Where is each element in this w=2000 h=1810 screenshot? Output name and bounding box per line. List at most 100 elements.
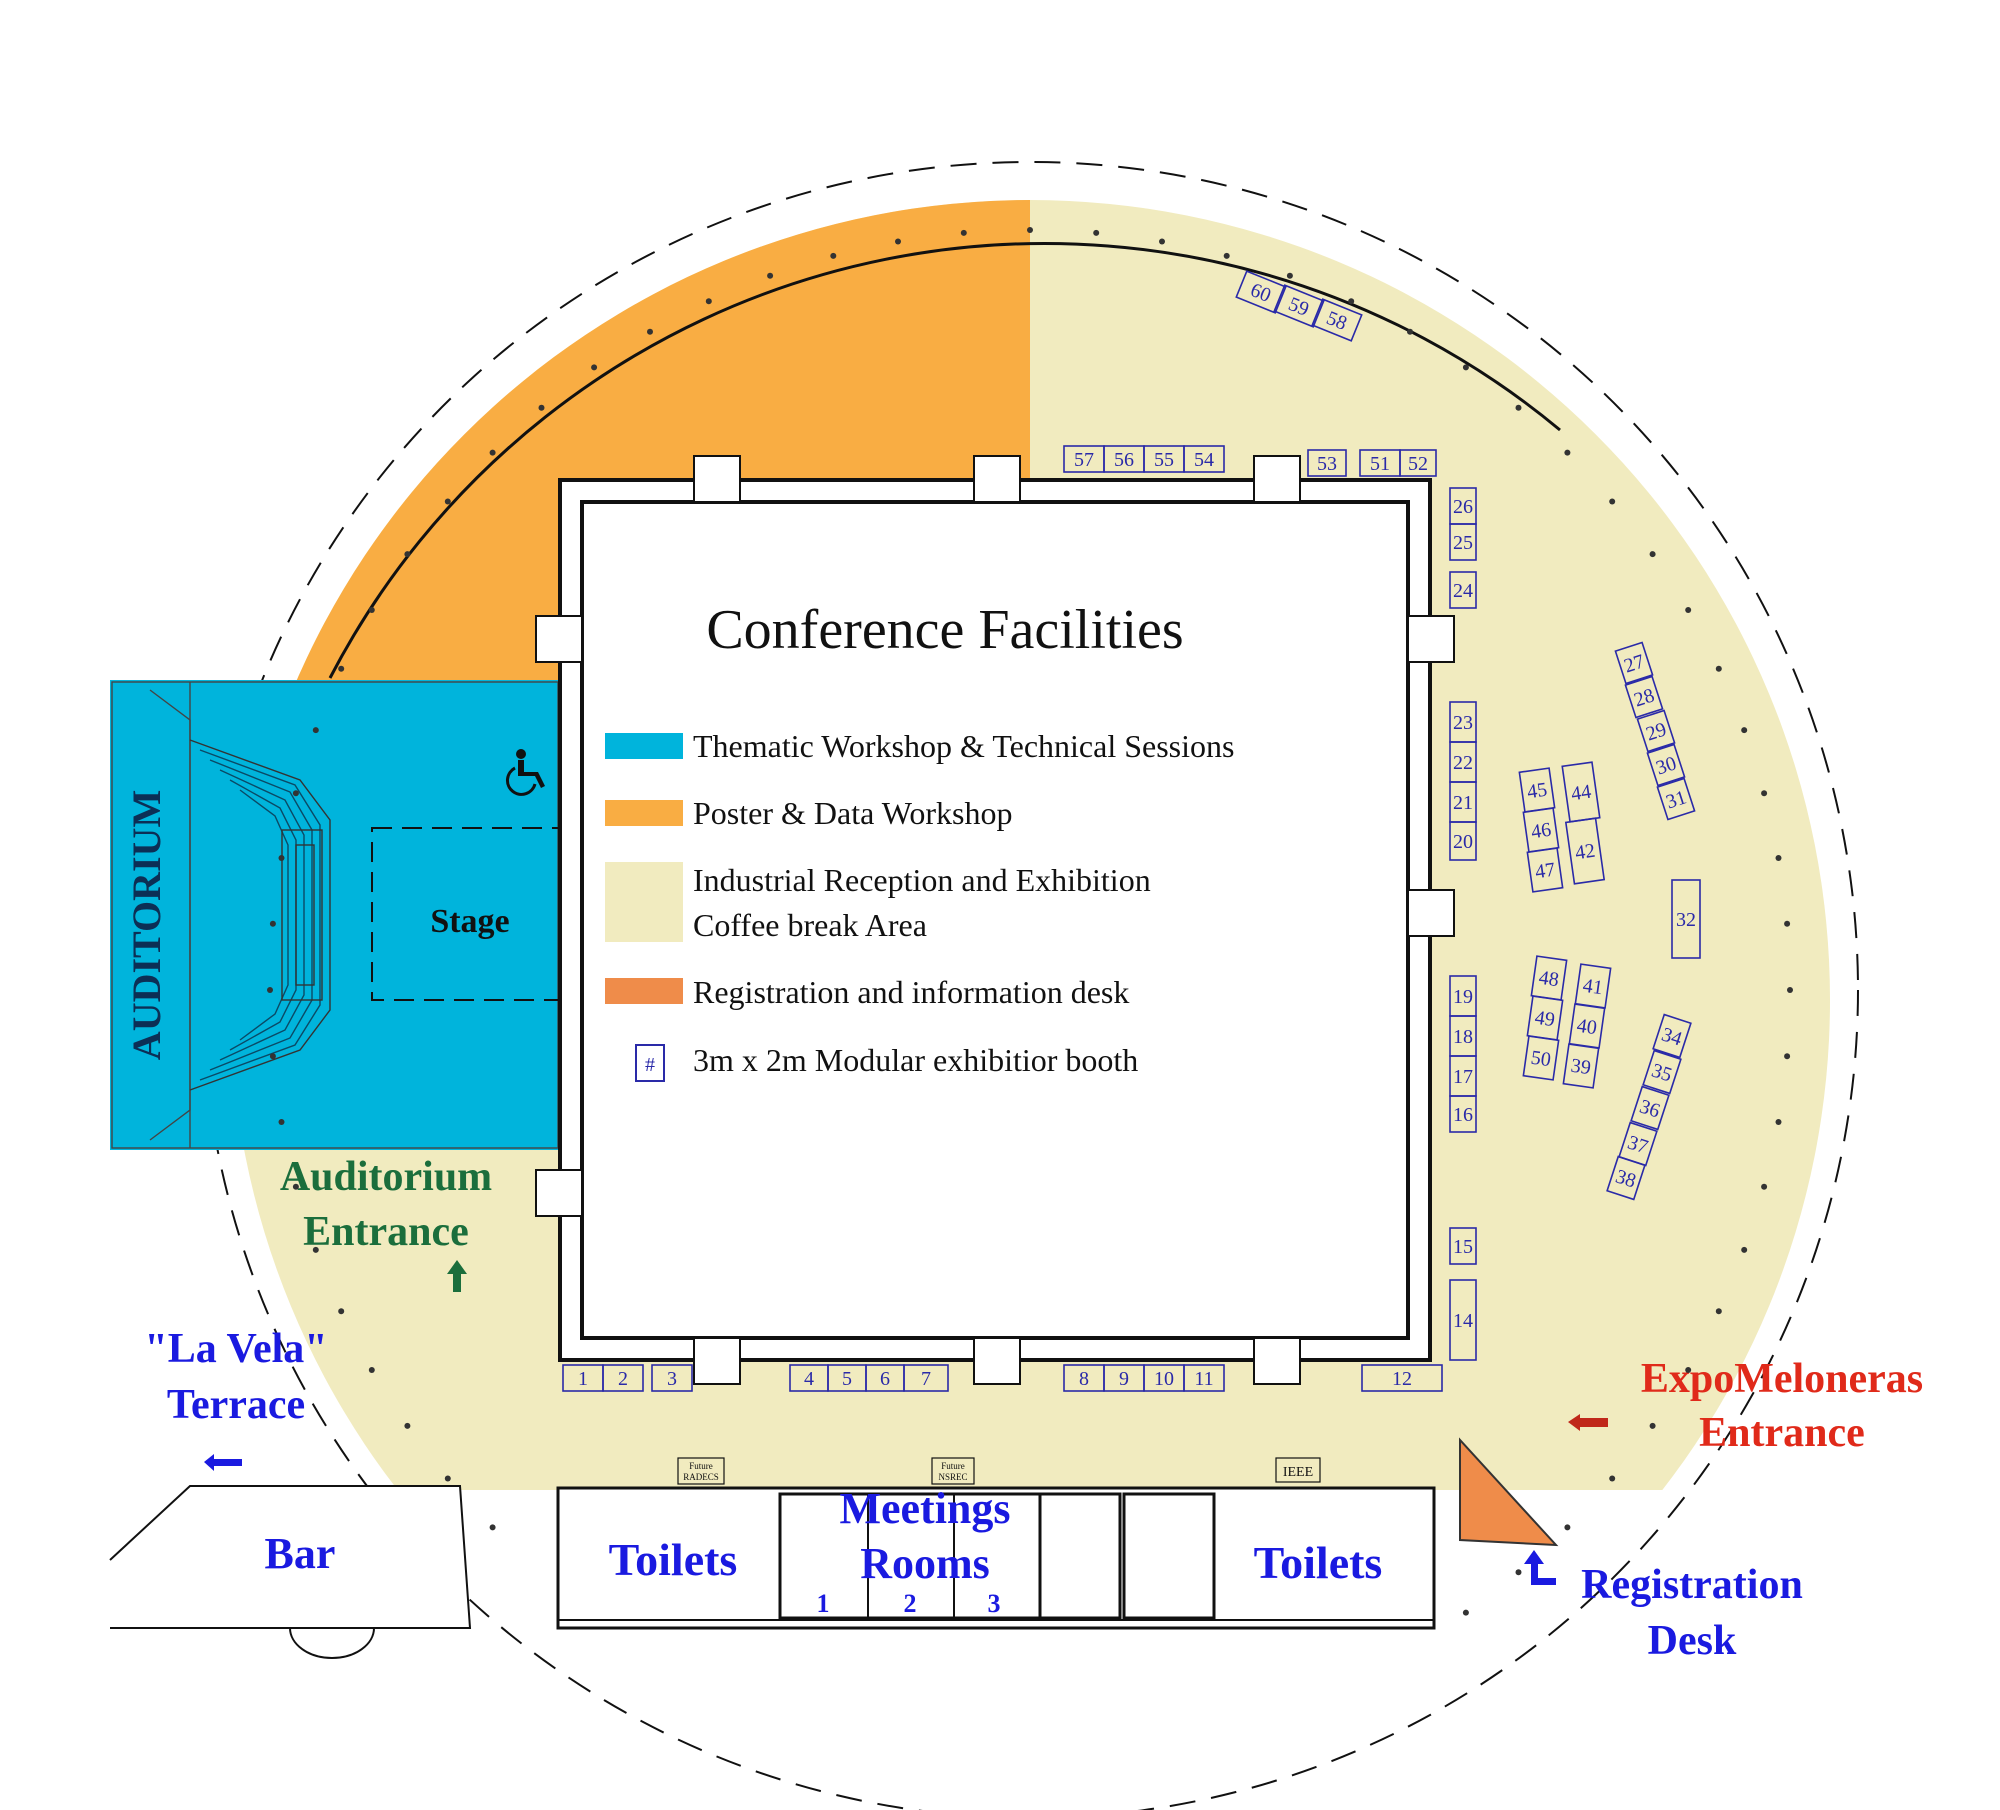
column-dot — [1775, 855, 1782, 861]
booth-number: 44 — [1570, 781, 1593, 806]
auditorium-seating — [111, 681, 559, 1149]
booth-19[interactable]: 19 — [1449, 975, 1477, 1017]
column-dot — [960, 229, 967, 236]
booth-44[interactable]: 44 — [1561, 761, 1601, 823]
booth-26[interactable]: 26 — [1449, 487, 1477, 525]
column-dot — [1609, 1475, 1616, 1482]
booth-box — [1636, 709, 1676, 753]
booth-box — [1273, 284, 1325, 328]
booth-number: 51 — [1370, 453, 1390, 475]
column-dot — [292, 1183, 299, 1190]
booth-2[interactable]: 2 — [602, 1364, 644, 1392]
booth-12[interactable]: 12 — [1361, 1364, 1443, 1392]
booth-box — [1449, 975, 1477, 1017]
booth-box — [1449, 571, 1477, 609]
booth-53[interactable]: 53 — [1307, 449, 1347, 477]
entrance-arrow-icon — [1568, 1414, 1608, 1431]
column-dot — [538, 404, 545, 411]
wheelchair-icon — [505, 749, 545, 796]
booth-11[interactable]: 11 — [1183, 1364, 1225, 1392]
booth-box — [1630, 1085, 1670, 1131]
booth-27[interactable]: 27 — [1614, 641, 1654, 685]
booth-box — [1449, 1227, 1477, 1265]
booth-box — [602, 1364, 644, 1392]
column-dot — [338, 665, 345, 672]
booth-23[interactable]: 23 — [1449, 701, 1477, 743]
booth-15[interactable]: 15 — [1449, 1227, 1477, 1265]
column-dot — [1407, 328, 1413, 335]
stage-label: Stage — [430, 903, 509, 940]
column-dot — [1761, 790, 1768, 797]
booth-number: 23 — [1453, 712, 1473, 734]
column-dot — [1649, 551, 1656, 558]
booth-box — [1449, 701, 1477, 743]
legend-symbol-booth-box — [635, 1044, 665, 1082]
column-dot — [767, 272, 774, 279]
booth-box — [1449, 1279, 1477, 1361]
booth-box — [1606, 1155, 1646, 1201]
auditorium-label: AUDITORIUM — [124, 790, 169, 1060]
booth-41[interactable]: 41 — [1574, 963, 1612, 1009]
booth-52[interactable]: 52 — [1399, 449, 1437, 477]
column-dot — [1784, 920, 1791, 927]
booth-number: 17 — [1453, 1066, 1473, 1088]
column-dot — [895, 238, 901, 245]
auditorium-block — [110, 680, 560, 1150]
booth-number: 47 — [1534, 859, 1557, 884]
booth-number: 7 — [921, 1368, 931, 1390]
booth-3[interactable]: 3 — [651, 1364, 693, 1392]
column-dot — [312, 727, 319, 734]
booth-number: 10 — [1154, 1368, 1174, 1390]
central-hall — [535, 455, 1455, 1385]
column-dot — [1715, 1308, 1722, 1315]
outer-wall — [328, 241, 1561, 679]
registration-desk — [1459, 1437, 1559, 1547]
booth-number: 48 — [1537, 967, 1560, 992]
booth-number: 11 — [1194, 1368, 1213, 1390]
booth-50[interactable]: 50 — [1522, 1035, 1560, 1081]
booth-24[interactable]: 24 — [1449, 571, 1477, 609]
booth-number: 2 — [618, 1368, 628, 1390]
booth-box — [1063, 445, 1105, 473]
column-dot — [1685, 607, 1692, 613]
column-dot — [368, 607, 375, 613]
future-radecs-box — [677, 1457, 725, 1485]
column-dot — [404, 551, 411, 558]
booth-number: 32 — [1676, 909, 1696, 931]
booth-number: 26 — [1453, 496, 1473, 518]
booth-number: 54 — [1194, 449, 1214, 471]
arrow-up-icon — [447, 1260, 467, 1292]
booth-box — [1614, 641, 1654, 685]
auditorium-entrance-label-1: Auditorium — [280, 1154, 492, 1200]
booth-number: 20 — [1453, 831, 1473, 853]
bar-area — [109, 1485, 472, 1659]
expo-entrance-label-1: ExpoMeloneras — [1641, 1356, 1923, 1402]
booth-box — [1574, 963, 1612, 1009]
ieee-label: IEEE — [1283, 1465, 1313, 1480]
booth-number: 5 — [842, 1368, 852, 1390]
column-dot — [1462, 364, 1469, 371]
booth-32[interactable]: 32 — [1671, 879, 1701, 959]
booth-number: 15 — [1453, 1236, 1473, 1258]
column-dot — [1462, 1609, 1469, 1616]
column-dot — [1093, 229, 1100, 236]
booth-7[interactable]: 7 — [903, 1364, 949, 1392]
booth-number: 57 — [1074, 449, 1094, 471]
column-dot — [278, 1119, 285, 1125]
booth-number: 19 — [1453, 986, 1473, 1008]
column-dot — [591, 364, 598, 371]
legend-label-exhibition-2: Coffee break Area — [693, 907, 927, 943]
booth-57[interactable]: 57 — [1063, 445, 1105, 473]
booth-number: 6 — [880, 1368, 890, 1390]
toilets-right-label: Toilets — [1254, 1537, 1383, 1588]
booth-47[interactable]: 47 — [1526, 847, 1564, 893]
booth-14[interactable]: 14 — [1449, 1279, 1477, 1361]
booth-number: 55 — [1154, 449, 1174, 471]
booth-number: 22 — [1453, 752, 1473, 774]
column-dot — [312, 1246, 319, 1253]
ieee-box — [1275, 1457, 1321, 1483]
column-dot — [269, 1053, 276, 1060]
column-dot — [1515, 1569, 1522, 1576]
